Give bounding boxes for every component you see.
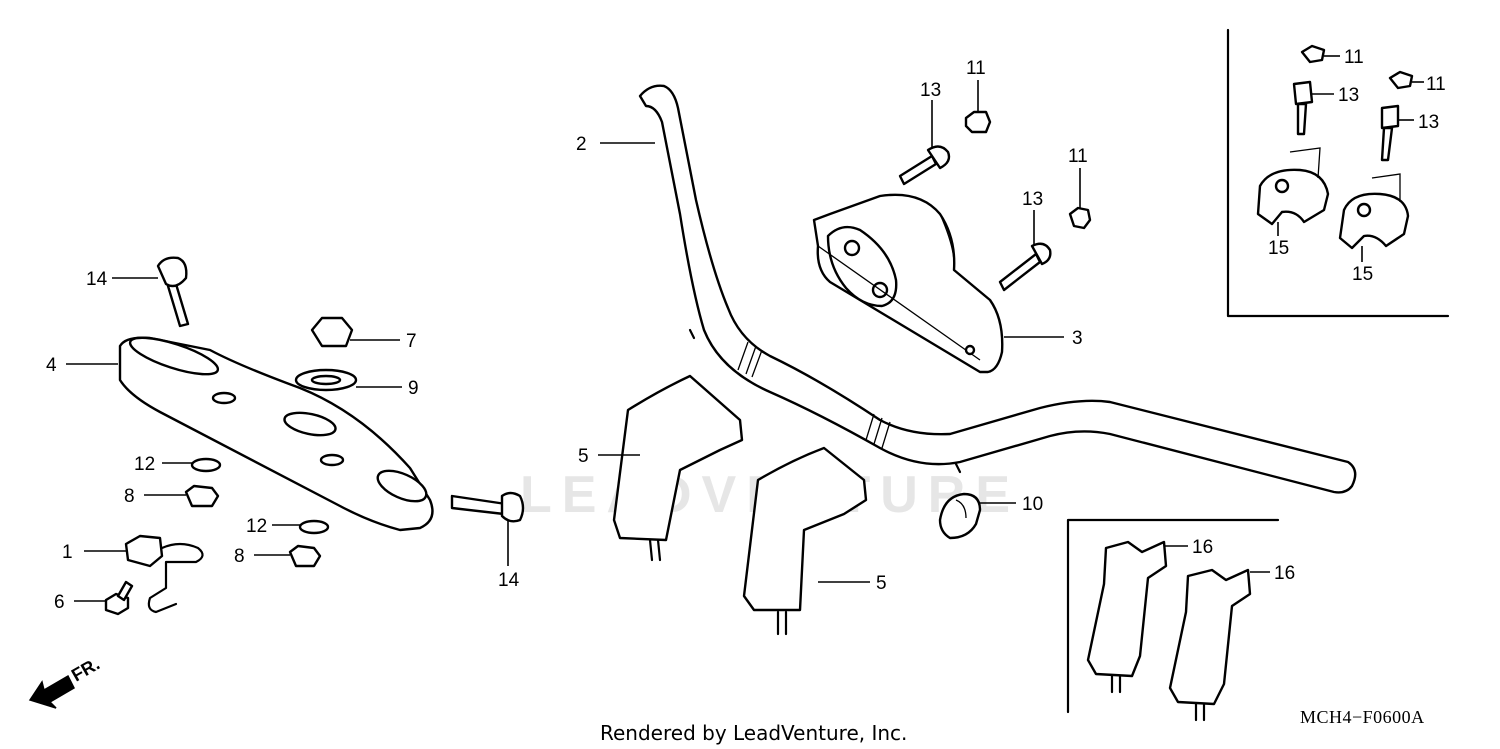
nut-8-b[interactable] — [288, 544, 322, 568]
callout-6: 6 — [54, 592, 65, 613]
diagram-code: MCH4−F0600A — [1300, 707, 1425, 727]
callout-15-b: 15 — [1352, 264, 1373, 285]
callout-7: 7 — [406, 331, 417, 352]
callout-12-b: 12 — [246, 516, 267, 537]
riser-5-a[interactable] — [612, 374, 744, 562]
bolt-13-b[interactable] — [998, 242, 1052, 292]
bolt-14-a[interactable] — [156, 256, 190, 328]
inset-frame-bottom-right — [1066, 518, 1280, 714]
callout-11-a: 11 — [966, 58, 986, 79]
callout-13-c: 13 — [1338, 85, 1359, 106]
cap-11-b[interactable] — [1068, 206, 1092, 230]
front-label: FR. — [68, 654, 103, 686]
bolt-13-a[interactable] — [898, 145, 951, 186]
callout-10: 10 — [1022, 494, 1043, 515]
front-arrow-icon — [28, 674, 75, 709]
callout-1: 1 — [62, 542, 73, 563]
clamp-10[interactable] — [938, 492, 982, 540]
cap-11-d[interactable] — [1388, 70, 1414, 90]
nut-7[interactable] — [310, 316, 354, 348]
front-direction-indicator: FR. — [28, 654, 103, 709]
handlebar[interactable] — [638, 84, 1357, 494]
holder-15-a[interactable] — [1256, 147, 1330, 226]
callout-14-a: 14 — [86, 269, 108, 290]
washer-12-b[interactable] — [298, 519, 330, 535]
bolt-13-c[interactable] — [1292, 80, 1314, 136]
callout-4: 4 — [46, 355, 57, 376]
top-bridge[interactable] — [118, 330, 434, 532]
riser-16-a[interactable] — [1086, 540, 1168, 694]
callout-15-a: 15 — [1268, 238, 1289, 259]
bolt-6[interactable] — [104, 580, 134, 616]
callout-8-a: 8 — [124, 486, 135, 507]
callout-5-a: 5 — [578, 446, 589, 467]
callout-8-b: 8 — [234, 546, 245, 567]
inset-frame-top-right — [1226, 28, 1450, 318]
callout-labels: 2 3 4 5 5 1 6 7 9 12 8 12 8 14 14 10 11 … — [46, 47, 1446, 613]
washer-9[interactable] — [294, 368, 358, 392]
riser-16-b[interactable] — [1168, 568, 1252, 722]
cap-11-a[interactable] — [964, 110, 992, 134]
callout-9: 9 — [408, 378, 419, 399]
callout-5-b: 5 — [876, 573, 887, 594]
callout-2: 2 — [576, 134, 587, 155]
callout-16-b: 16 — [1274, 563, 1295, 584]
nut-8-a[interactable] — [184, 484, 220, 508]
holder-15-b[interactable] — [1338, 173, 1410, 250]
callout-14-b: 14 — [498, 570, 520, 591]
cap-11-c[interactable] — [1300, 44, 1326, 64]
callout-13-d: 13 — [1418, 112, 1439, 133]
callout-13-a: 13 — [920, 80, 941, 101]
callout-11-c: 11 — [1344, 47, 1364, 68]
callout-12-a: 12 — [134, 454, 155, 475]
handlebar-upper-holder[interactable] — [812, 193, 1004, 374]
bolt-14-b[interactable] — [450, 491, 525, 523]
washer-12-a[interactable] — [190, 457, 222, 473]
callout-13-b: 13 — [1022, 189, 1043, 210]
bolt-13-d[interactable] — [1380, 104, 1400, 162]
riser-5-b[interactable] — [742, 446, 868, 636]
callout-11-d: 11 — [1426, 74, 1446, 95]
footer-rendered-by: Rendered by LeadVenture, Inc. — [600, 721, 907, 745]
callout-3: 3 — [1072, 328, 1083, 349]
callout-16-a: 16 — [1192, 537, 1213, 558]
callout-11-b: 11 — [1068, 146, 1088, 167]
leader-lines — [66, 55, 1424, 602]
bracket-1[interactable] — [124, 534, 204, 614]
